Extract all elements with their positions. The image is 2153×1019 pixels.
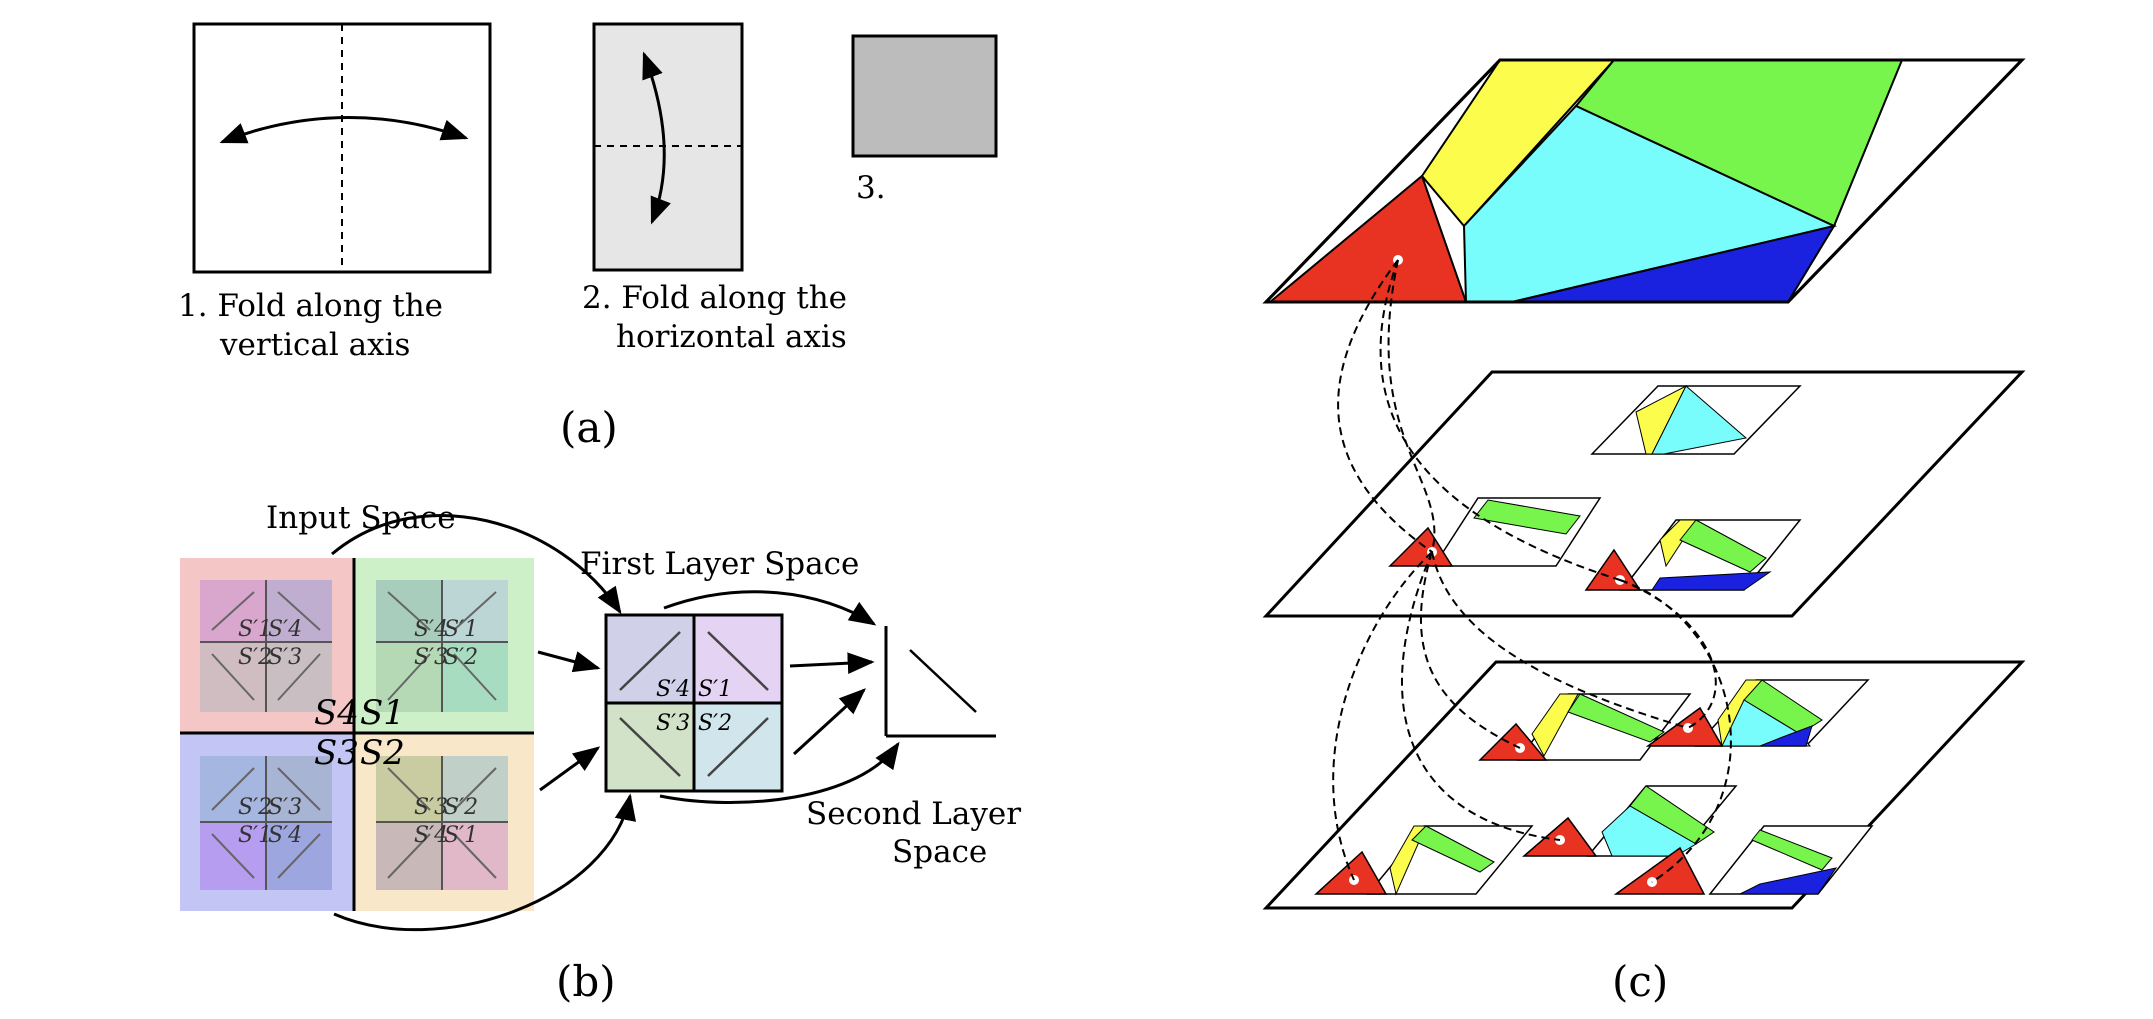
second-layer-space-label-2: Space bbox=[892, 834, 987, 870]
arrow-first-to-second-bottom bbox=[659, 741, 900, 804]
fold-arrow-vertical bbox=[642, 51, 671, 225]
top-layer bbox=[1262, 58, 2026, 304]
svg-text:S′3: S′3 bbox=[656, 711, 690, 736]
svg-text:S′4: S′4 bbox=[414, 617, 448, 642]
svg-text:S′4: S′4 bbox=[268, 617, 302, 642]
svg-text:S′2: S′2 bbox=[444, 645, 478, 670]
dashed-connections bbox=[1332, 259, 1732, 883]
arrow-input-to-first-top bbox=[331, 514, 622, 615]
arrow-green-to-first bbox=[537, 650, 601, 673]
label-s2: S2 bbox=[360, 733, 405, 773]
svg-text:S′1: S′1 bbox=[238, 823, 272, 848]
svg-text:S′4: S′4 bbox=[268, 823, 302, 848]
input-space-label: Input Space bbox=[266, 500, 456, 536]
svg-text:S′1: S′1 bbox=[444, 617, 478, 642]
panel-b-label: (b) bbox=[556, 957, 616, 1006]
svg-text:S′3: S′3 bbox=[268, 645, 302, 670]
svg-text:S′1: S′1 bbox=[698, 677, 732, 702]
svg-text:S′2: S′2 bbox=[698, 711, 732, 736]
svg-text:S′1: S′1 bbox=[238, 617, 272, 642]
panel-c-label: (c) bbox=[1612, 957, 1668, 1006]
svg-text:S′2: S′2 bbox=[444, 795, 478, 820]
arrow-first-to-second-mid bbox=[789, 652, 875, 674]
second-layer-space-label-1: Second Layer bbox=[806, 796, 1021, 832]
bottom-layer bbox=[1262, 660, 2026, 910]
svg-text:S′3: S′3 bbox=[414, 645, 448, 670]
arrow-first-to-second-top bbox=[663, 590, 877, 626]
svg-text:S′4: S′4 bbox=[656, 677, 690, 702]
panel-c: (c) bbox=[1262, 58, 2026, 1006]
svg-text:S′1: S′1 bbox=[444, 823, 478, 848]
middle-layer bbox=[1262, 370, 2026, 618]
label-s1: S1 bbox=[360, 693, 405, 733]
paper-step2 bbox=[592, 22, 744, 272]
fold-arrow-horizontal bbox=[219, 116, 469, 144]
svg-text:S′2: S′2 bbox=[238, 645, 272, 670]
step2-caption-line1: 2. Fold along the bbox=[582, 280, 847, 316]
mini-grid-bottom-right bbox=[376, 756, 508, 890]
svg-text:S′3: S′3 bbox=[414, 795, 448, 820]
first-layer-grid: S′4 S′1 S′3 S′2 bbox=[604, 613, 784, 793]
panel-a: 1. Fold along the vertical axis 2. Fold … bbox=[178, 22, 998, 452]
svg-text:S′4: S′4 bbox=[414, 823, 448, 848]
label-s4: S4 bbox=[314, 693, 359, 733]
svg-text:S′3: S′3 bbox=[268, 795, 302, 820]
arrow-bottom-to-first bbox=[333, 793, 636, 932]
arrow-first-to-second-low bbox=[792, 688, 866, 756]
label-s3: S3 bbox=[314, 733, 359, 773]
mini-grid-labels: S′1 S′4 S′2 S′3 S′4 S′1 S′3 S′2 S′2 S′3 … bbox=[238, 617, 478, 848]
step3-caption: 3. bbox=[856, 170, 886, 206]
paper-step3 bbox=[851, 34, 998, 158]
panel-a-label: (a) bbox=[560, 403, 618, 452]
first-layer-space-label: First Layer Space bbox=[580, 546, 859, 582]
step2-caption-line2: horizontal axis bbox=[616, 319, 847, 355]
arrow-orange-to-first bbox=[539, 746, 601, 792]
second-layer-plot bbox=[884, 626, 996, 738]
mini-grid-top-right bbox=[376, 580, 508, 712]
step1-caption-line1: 1. Fold along the bbox=[178, 288, 443, 324]
mini-grid-top-left bbox=[200, 580, 332, 712]
step1-caption-line2: vertical axis bbox=[219, 327, 410, 363]
panel-b: S′1 S′4 S′2 S′3 S′4 S′1 S′3 S′2 S′2 S′3 … bbox=[180, 500, 1021, 1006]
svg-text:S′2: S′2 bbox=[238, 795, 272, 820]
mini-grid-bottom-left bbox=[200, 756, 332, 890]
